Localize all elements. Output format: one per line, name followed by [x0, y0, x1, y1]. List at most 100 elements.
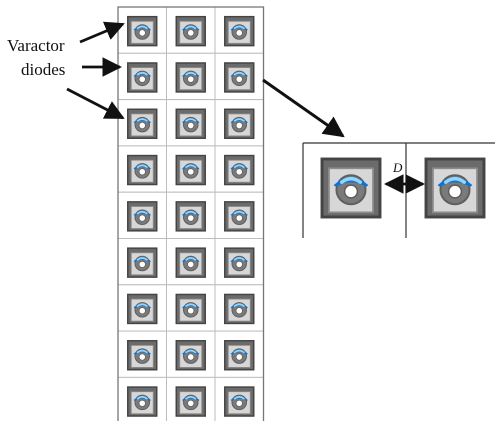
unit-blue-cap: [230, 25, 248, 31]
unit-hole: [138, 353, 146, 361]
unit-blue-cap-highlight: [185, 303, 197, 307]
varactor-diode-icon: [224, 293, 255, 325]
unit-hole: [187, 353, 195, 361]
varactor-diode-icon: [175, 15, 206, 47]
unit-blue-cap-highlight: [233, 210, 245, 215]
unit-hole: [235, 260, 243, 268]
unit-hole: [447, 184, 463, 199]
unit-blue-cap-highlight: [339, 176, 363, 184]
varactor-diode-icon: [127, 386, 158, 417]
unit-blue-cap: [182, 72, 200, 77]
unit-blue-cap: [182, 164, 200, 170]
unit-blue-cap-highlight: [185, 25, 197, 30]
unit-blue-cap-highlight: [185, 71, 197, 76]
unit-hole: [235, 168, 243, 176]
unit-blue-cap-highlight: [136, 164, 148, 169]
array-grid-outline: [117, 6, 265, 421]
unit-hole: [138, 75, 146, 83]
varactor-diode-icon: [127, 340, 158, 371]
varactor-diode-icon: [175, 340, 206, 371]
varactor-diodes-label: Varactor diodes: [7, 34, 81, 82]
unit-blue-cap-highlight: [185, 164, 197, 169]
unit-blue-cap: [230, 396, 248, 401]
unit-blue-cap: [133, 25, 151, 31]
varactor-diode-icon: [175, 108, 206, 139]
unit-hole: [138, 260, 146, 268]
unit-blue-cap-highlight: [136, 396, 148, 400]
varactor-diode-icon: [127, 201, 158, 232]
varactor-diode-icon: [224, 340, 255, 371]
unit-blue-cap-highlight: [233, 118, 245, 122]
varactor-diode-icon: [224, 386, 255, 417]
unit-hole: [138, 307, 146, 315]
arrow-top: [79, 21, 125, 44]
gap-label: D: [393, 160, 403, 175]
unit-blue-cap: [133, 303, 151, 309]
unit-hole: [138, 399, 146, 407]
unit-blue-cap-highlight: [136, 25, 148, 30]
unit-hole: [235, 307, 243, 315]
unit-blue-cap: [230, 303, 248, 309]
varactor-diode-icon: [175, 247, 206, 278]
unit-blue-cap-highlight: [233, 303, 245, 307]
unit-hole: [235, 121, 243, 130]
unit-blue-cap: [182, 349, 200, 355]
callout-arrows: [66, 21, 345, 138]
unit-blue-cap-highlight: [443, 176, 467, 184]
unit-hole: [235, 399, 243, 407]
unit-blue-cap: [230, 72, 248, 77]
unit-blue-cap: [230, 349, 248, 355]
unit-blue-cap: [230, 210, 248, 216]
unit-blue-cap-highlight: [136, 210, 148, 215]
unit-blue-cap-highlight: [185, 396, 197, 400]
unit-blue-cap-highlight: [185, 210, 197, 215]
unit-blue-cap: [182, 25, 200, 31]
varactor-diode-icon: [127, 62, 158, 93]
varactor-diode-icon: [127, 108, 158, 139]
unit-blue-cap: [182, 257, 200, 263]
unit-hole: [235, 29, 243, 37]
unit-blue-cap-highlight: [233, 257, 245, 261]
unit-blue-cap-highlight: [136, 349, 148, 354]
unit-blue-cap: [182, 118, 200, 124]
unit-blue-cap: [230, 257, 248, 263]
unit-blue-cap-highlight: [233, 164, 245, 169]
unit-hole: [235, 75, 243, 83]
zoom-arrow: [262, 78, 345, 138]
unit-hole: [138, 168, 146, 176]
unit-hole: [187, 307, 195, 315]
unit-blue-cap-highlight: [233, 349, 245, 354]
varactor-diode-icon: [175, 201, 206, 232]
array-grid: [117, 6, 265, 421]
unit-blue-cap: [133, 118, 151, 124]
unit-hole: [138, 29, 146, 37]
unit-hole: [187, 29, 195, 37]
unit-blue-cap: [133, 210, 151, 216]
unit-hole: [235, 353, 243, 361]
unit-blue-cap-highlight: [185, 349, 197, 354]
varactor-label-line2: diodes: [21, 60, 66, 79]
unit-blue-cap: [437, 177, 473, 187]
varactor-diode-icon: [224, 201, 255, 232]
varactor-diode-icon: [127, 15, 158, 47]
varactor-diode-icon: [224, 108, 255, 139]
unit-blue-cap: [133, 72, 151, 77]
unit-hole: [343, 184, 359, 199]
unit-blue-cap-highlight: [233, 396, 245, 400]
varactor-diode-icon: [175, 154, 206, 186]
varactor-diode-icon: [175, 293, 206, 325]
unit-blue-cap-highlight: [136, 303, 148, 307]
unit-blue-cap: [133, 396, 151, 401]
unit-blue-cap-highlight: [136, 118, 148, 122]
varactor-diode-icon: [224, 154, 255, 186]
unit-blue-cap: [182, 303, 200, 309]
unit-hole: [187, 121, 195, 130]
varactor-diode-icon: [224, 62, 255, 93]
unit-blue-cap: [230, 164, 248, 170]
unit-blue-cap-highlight: [233, 25, 245, 30]
unit-blue-cap-highlight: [185, 118, 197, 122]
varactor-diode-icon: [320, 157, 382, 219]
unit-hole: [235, 214, 243, 222]
unit-hole: [138, 121, 146, 130]
